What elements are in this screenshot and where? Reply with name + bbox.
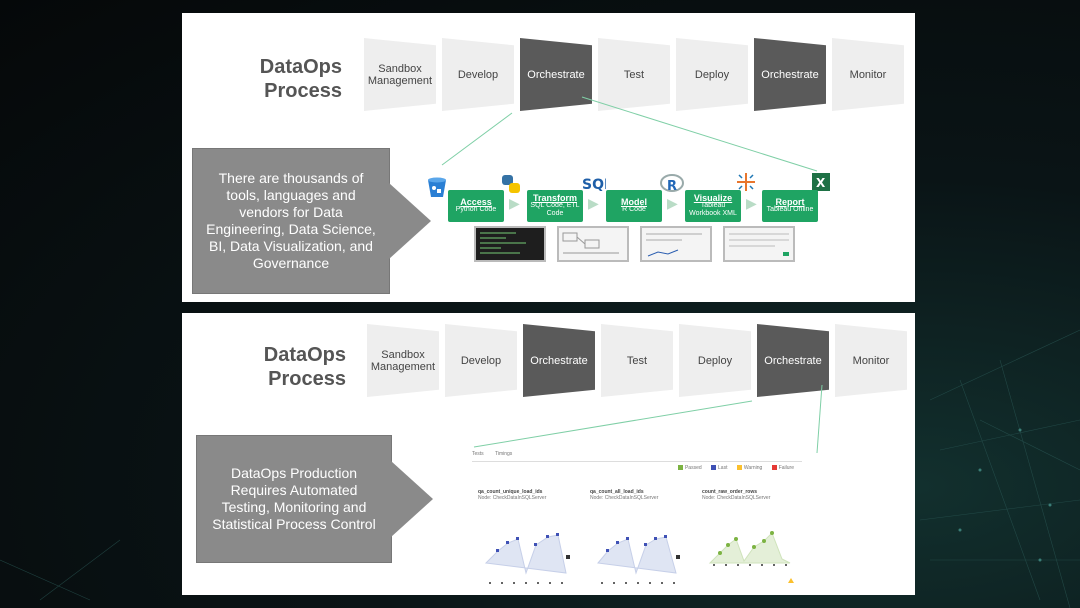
svg-text:X: X <box>816 176 826 190</box>
stage-sandbox-management: Sandbox Management <box>367 324 439 397</box>
svg-text:SQL: SQL <box>582 177 606 193</box>
stage-deploy: Deploy <box>679 324 751 397</box>
mini-chart-3: count_raw_order_rows Node: CheckDataInSQ… <box>702 489 797 597</box>
panel-title: DataOps Process <box>259 56 342 102</box>
stage-orchestrate-2: Orchestrate <box>754 38 826 111</box>
step-arrow-icon: ▶ <box>588 195 599 211</box>
mini-chart-1: qa_count_unique_load_ids Node: CheckData… <box>478 489 573 597</box>
python-icon <box>500 173 522 195</box>
step-arrow-icon: ▶ <box>509 195 520 211</box>
tab-tests[interactable]: Tests <box>472 451 484 457</box>
etl-screenshot <box>557 226 629 262</box>
dashboard-legend: Passed Last Warning Failure <box>670 465 794 471</box>
top-panel: DataOps Process Sandbox Management Devel… <box>182 13 915 302</box>
test-dashboard: Tests Timings Passed Last Warning Failur… <box>472 451 802 596</box>
tableau-screenshot <box>723 226 795 262</box>
model-screenshot <box>640 226 712 262</box>
stage-sandbox-management: Sandbox Management <box>364 38 436 111</box>
callout-box: There are thousands of tools, languages … <box>192 148 390 294</box>
stage-test: Test <box>601 324 673 397</box>
bucket-icon <box>426 176 448 198</box>
r-icon: R <box>660 173 684 195</box>
connector-lines <box>441 96 818 172</box>
sql-icon: SQL <box>580 171 613 197</box>
callout-box: DataOps Production Requires Automated Te… <box>196 435 392 563</box>
tab-timings[interactable]: Timings <box>494 451 513 457</box>
excel-icon: X <box>810 171 832 193</box>
stage-orchestrate: Orchestrate <box>523 324 595 397</box>
dashboard-tabs: Tests Timings <box>472 451 802 462</box>
stage-monitor: Monitor <box>832 38 904 111</box>
stage-develop: Develop <box>442 38 514 111</box>
stage-test: Test <box>598 38 670 111</box>
panel-title: DataOps Process <box>263 344 346 390</box>
stage-develop: Develop <box>445 324 517 397</box>
callout-arrow <box>391 461 433 537</box>
terminal-screenshot <box>474 226 546 262</box>
step-arrow-icon: ▶ <box>746 195 757 211</box>
svg-text:R: R <box>667 179 677 194</box>
bottom-panel: DataOps Process Sandbox Management Devel… <box>182 313 915 595</box>
stage-monitor: Monitor <box>835 324 907 397</box>
stage-orchestrate-2: Orchestrate <box>757 324 829 397</box>
tableau-icon <box>735 171 757 193</box>
mini-chart-2: qa_count_all_load_ids Node: CheckDataInS… <box>590 489 685 597</box>
stage-deploy: Deploy <box>676 38 748 111</box>
connector-lines <box>473 384 823 454</box>
stage-orchestrate: Orchestrate <box>520 38 592 111</box>
step-arrow-icon: ▶ <box>667 195 678 211</box>
callout-arrow <box>389 183 431 259</box>
